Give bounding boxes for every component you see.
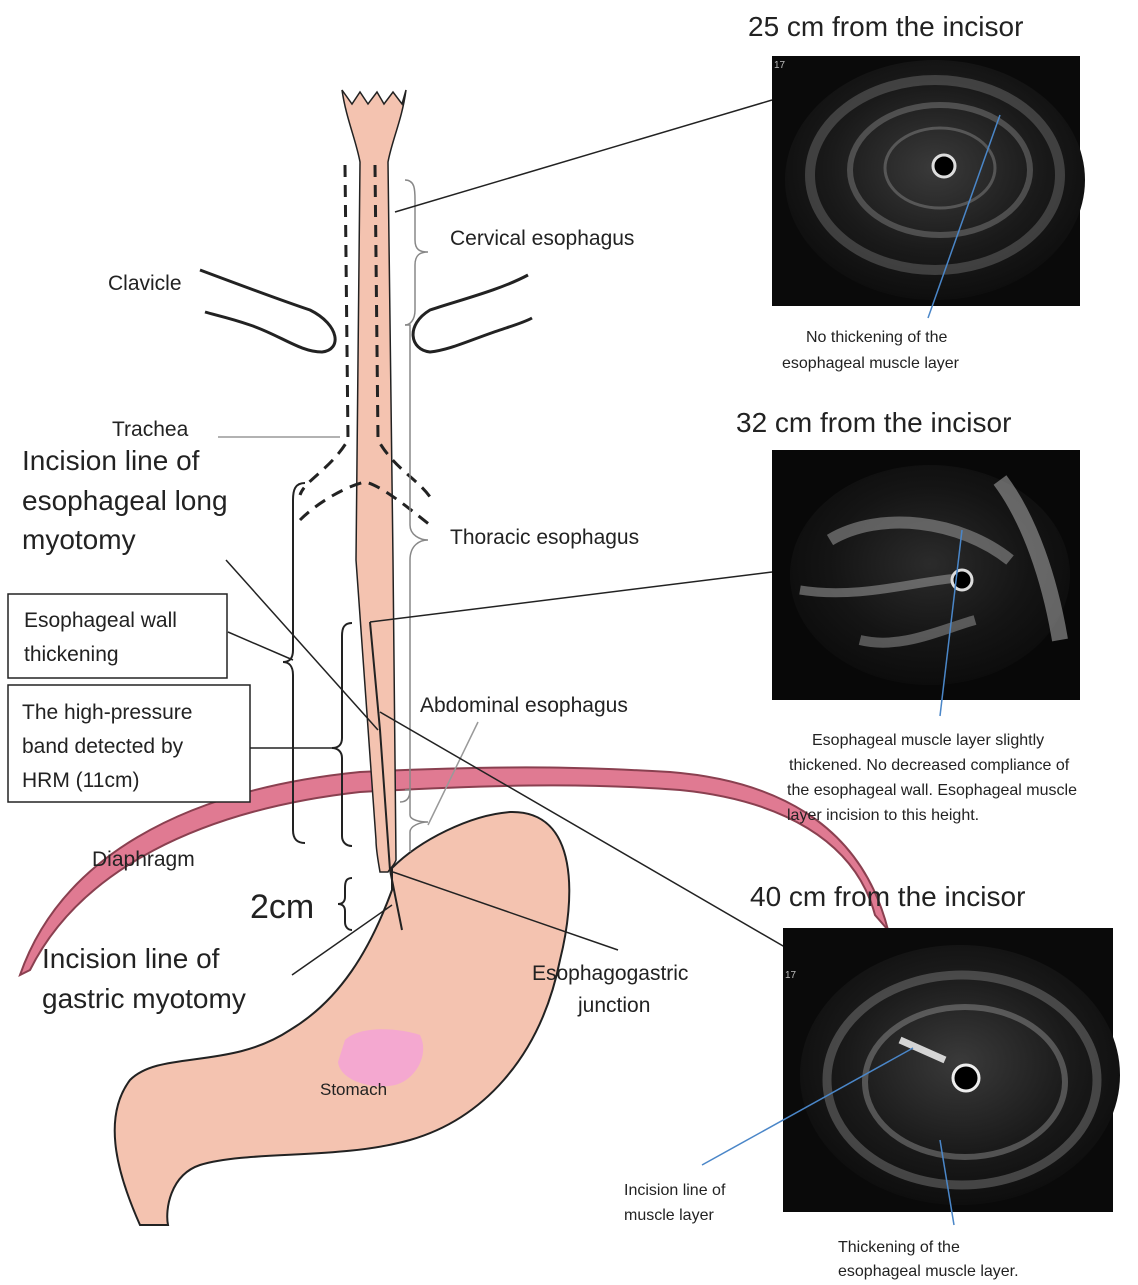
clavicle-right <box>413 275 532 352</box>
label-long-myotomy-2: esophageal long <box>22 485 228 516</box>
eus-1-caption-2: esophageal muscle layer <box>782 355 960 372</box>
label-gastric-myotomy-1: Incision line of <box>42 943 220 974</box>
trachea-outline <box>300 165 348 495</box>
eus-3-image: 17 <box>783 928 1120 1212</box>
label-clavicle: Clavicle <box>108 272 182 295</box>
bracket-hrm <box>332 623 352 846</box>
label-abdominal: Abdominal esophagus <box>420 694 628 717</box>
label-long-myotomy-3: myotomy <box>22 524 136 555</box>
label-stomach: Stomach <box>320 1080 387 1099</box>
eus-3-side-label-1: Incision line of <box>624 1182 726 1199</box>
bracket-thoracic <box>400 325 428 802</box>
eus-1-title: 25 cm from the incisor <box>748 11 1023 42</box>
label-trachea: Trachea <box>112 418 189 441</box>
eus-1-image: 17 <box>772 56 1085 306</box>
bracket-cervical <box>405 180 428 325</box>
label-2cm: 2cm <box>250 888 314 926</box>
eus-2-caption-1: Esophageal muscle layer slightly <box>812 732 1044 749</box>
eus-2-caption-3: the esophageal wall. Esophageal muscle <box>787 782 1077 799</box>
eus-1-corner-tag: 17 <box>774 60 786 71</box>
clavicle-left <box>200 270 335 352</box>
label-thoracic: Thoracic esophagus <box>450 526 639 549</box>
label-cervical: Cervical esophagus <box>450 227 634 250</box>
label-egj-1: Esophagogastric <box>532 962 688 985</box>
label-wall-thickening-1: Esophageal wall <box>24 609 177 632</box>
eus-2-caption-4: layer incision to this height. <box>787 807 979 824</box>
bracket-2cm <box>338 878 352 930</box>
eus-3-side-label-2: muscle layer <box>624 1207 714 1224</box>
label-hrm-1: The high-pressure <box>22 701 192 724</box>
label-long-myotomy-1: Incision line of <box>22 445 200 476</box>
label-hrm-3: HRM (11cm) <box>22 769 139 792</box>
label-wall-thickening-2: thickening <box>24 643 119 666</box>
eus-3-title: 40 cm from the incisor <box>750 881 1025 912</box>
label-diaphragm: Diaphragm <box>92 848 195 871</box>
eus-2-caption-2: thickened. No decreased compliance of <box>789 757 1070 774</box>
eus-3-caption-2: esophageal muscle layer. <box>838 1263 1019 1280</box>
leader-25cm <box>395 100 772 212</box>
label-gastric-myotomy-2: gastric myotomy <box>42 983 246 1014</box>
eus-3-caption-1: Thickening of the <box>838 1239 960 1256</box>
eus-1-caption-1: No thickening of the <box>806 329 948 346</box>
eus-2-image <box>772 450 1080 700</box>
leader-wall-thickening <box>228 632 293 660</box>
label-hrm-2: band detected by <box>22 735 184 758</box>
label-egj-2: junction <box>577 994 650 1017</box>
eus-3-corner-tag: 17 <box>785 970 797 981</box>
leader-32cm <box>370 572 772 622</box>
stomach-shape <box>115 812 570 1225</box>
eus-2-title: 32 cm from the incisor <box>736 407 1011 438</box>
